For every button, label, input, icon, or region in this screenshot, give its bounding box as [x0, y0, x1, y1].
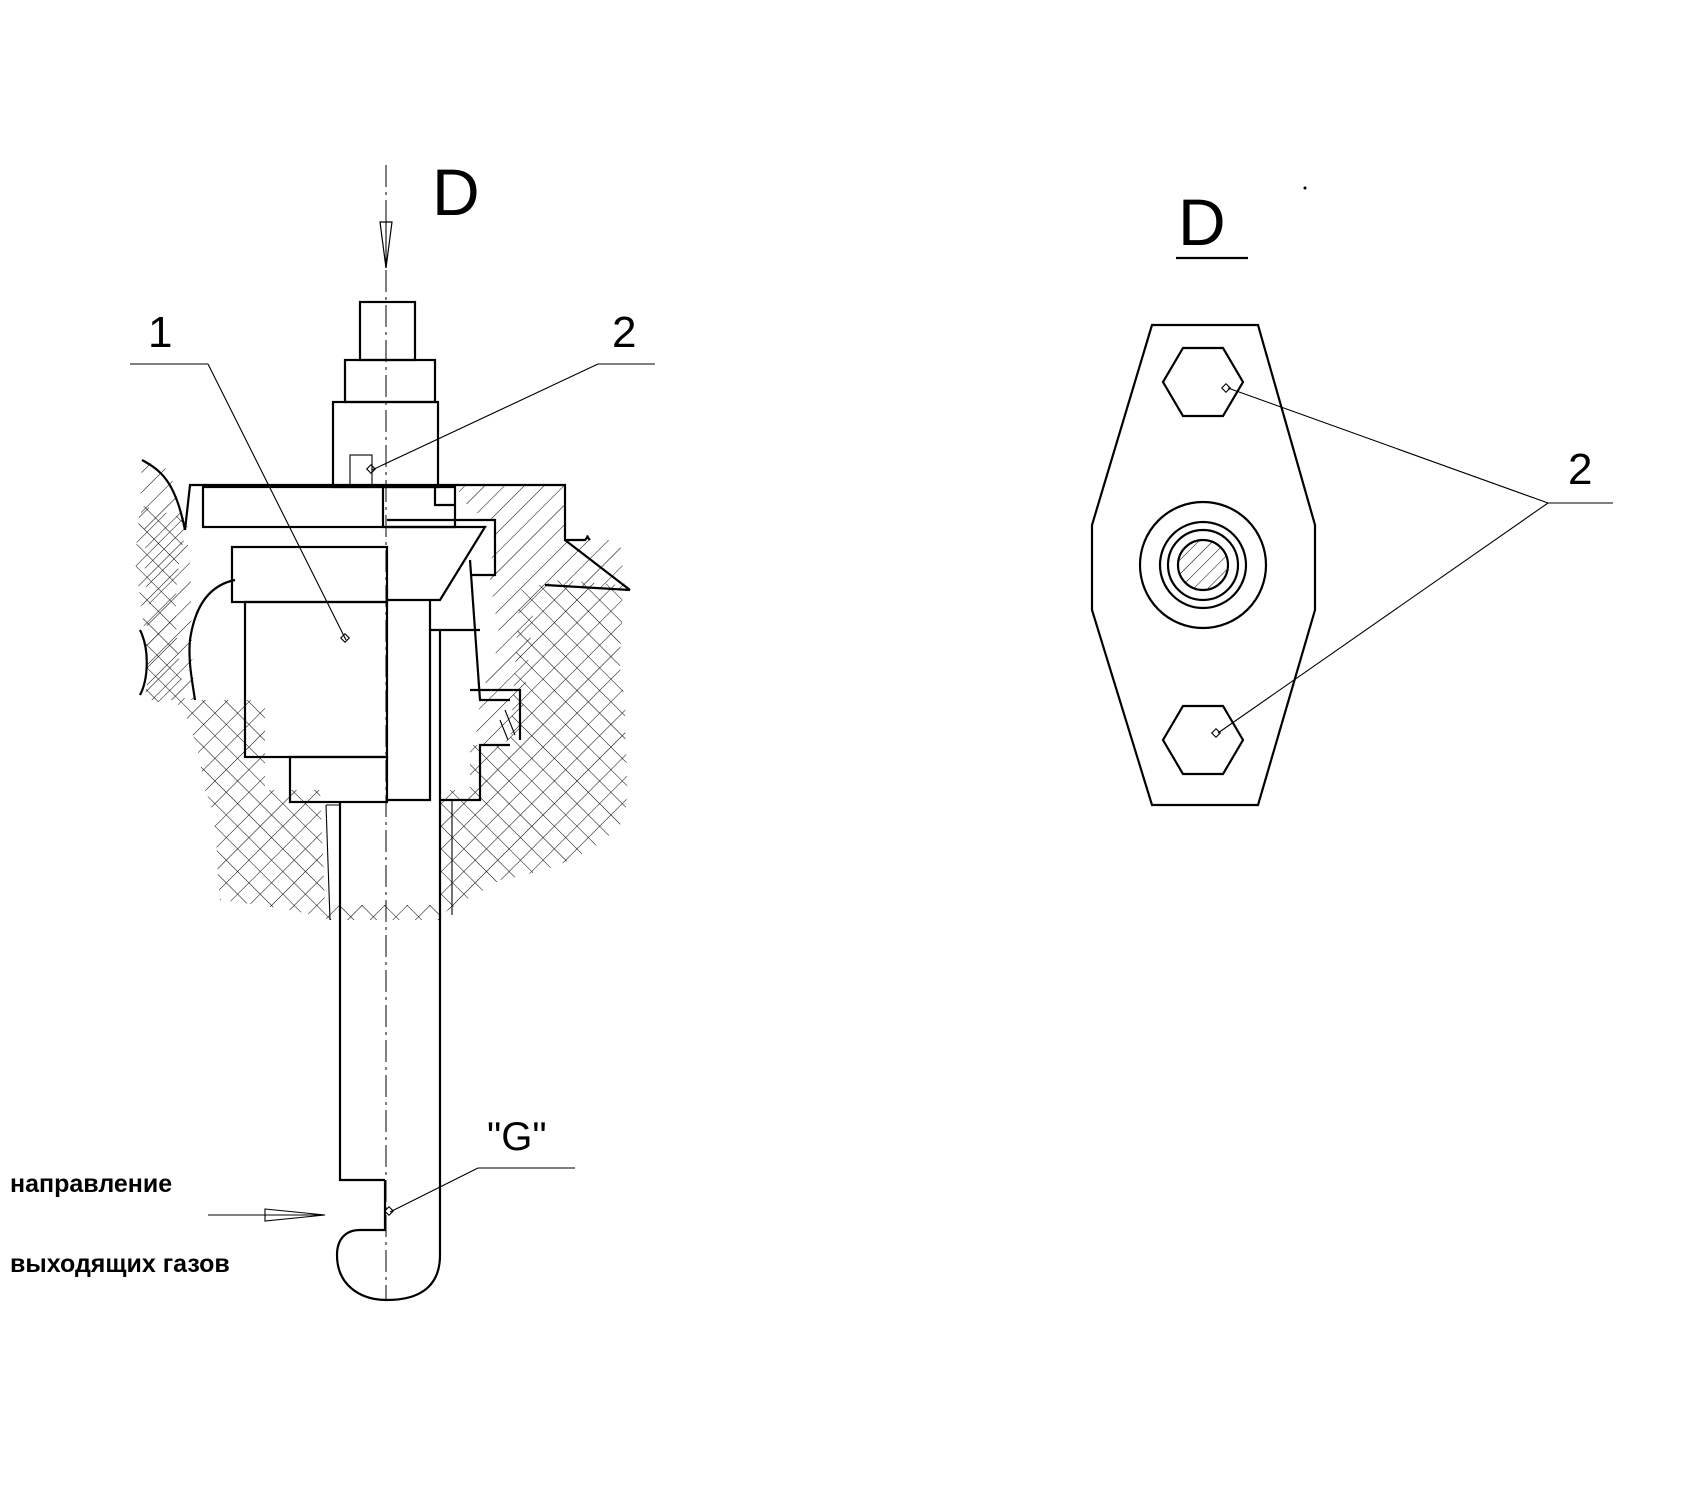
flow-note-line-1: направление — [10, 1170, 172, 1198]
section-view: D 1 2 "G" направление выходящих газов — [10, 155, 655, 1302]
view-arrow-label: D — [432, 155, 480, 229]
view-d-title: D — [1178, 185, 1226, 259]
upper-shoulder — [230, 545, 389, 604]
flow-note-line-2: выходящих газов — [10, 1250, 230, 1278]
shaft-section — [1176, 538, 1230, 592]
flange-outline — [1090, 323, 1317, 807]
flow-direction-arrow — [208, 1208, 326, 1222]
boss-middle — [1158, 520, 1248, 610]
boss-inner — [1166, 528, 1240, 602]
hex-bolt-top — [1161, 346, 1245, 418]
insulation-section — [135, 505, 628, 920]
spindle-collar — [343, 358, 437, 404]
top-spindle — [358, 300, 417, 362]
callout-2-label: 2 — [612, 308, 636, 357]
body-cylinder — [243, 600, 389, 759]
callout-1-label: 1 — [148, 308, 172, 357]
right-fitting-section — [455, 485, 625, 745]
view-arrow — [379, 221, 393, 269]
lower-shoulder — [288, 755, 389, 804]
hex-bolt-bottom — [1161, 704, 1245, 776]
boss-outer — [1138, 500, 1268, 630]
view-d-callout-2-label: 2 — [1568, 445, 1592, 494]
view-d: D 2 — [1090, 185, 1613, 807]
flange-plate — [201, 485, 385, 529]
left-wall-section — [140, 460, 195, 700]
callout-g-label: "G" — [487, 1115, 547, 1159]
